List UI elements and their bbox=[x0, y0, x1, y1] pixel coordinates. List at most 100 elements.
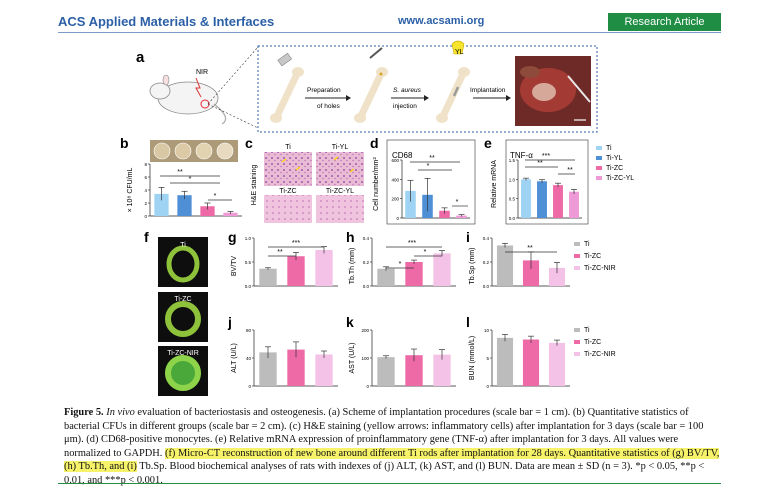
y-tick-label: 1.5 bbox=[509, 158, 516, 163]
y-tick-label: 0.5 bbox=[509, 197, 516, 202]
bar-ti-zc bbox=[287, 256, 305, 286]
panel-e-ylabel: Relative mRNA bbox=[491, 160, 498, 208]
legend-e-ti: Ti bbox=[606, 145, 612, 152]
y-tick-label: 0.0 bbox=[483, 284, 490, 289]
panel-e-title: TNF-α bbox=[510, 151, 533, 160]
bar-ti-zc-yl bbox=[569, 191, 579, 218]
panel-j-ylabel: ALT (U/L) bbox=[231, 343, 238, 373]
bar-ti-zc-yl bbox=[223, 212, 238, 216]
panel-e-label: e bbox=[484, 135, 492, 151]
panel-i-legend: Ti Ti-ZC Ti-ZC-NIR bbox=[574, 241, 616, 272]
y-tick-label: 400 bbox=[391, 177, 399, 182]
panel-g-ylabel: BV/TV bbox=[231, 256, 238, 277]
panel-j-label: j bbox=[227, 314, 232, 330]
panel-e-frame bbox=[505, 139, 589, 225]
y-tick-label: 5 bbox=[486, 356, 489, 361]
panel-d-sig-2: * bbox=[427, 163, 430, 170]
y-tick-label: 1.0 bbox=[509, 177, 516, 182]
bar-ti-zc-nir bbox=[433, 354, 451, 386]
panel-e-sig-1: *** bbox=[542, 153, 550, 160]
panel-i-sig-1: ** bbox=[527, 245, 533, 252]
panel-e-sig-3: ** bbox=[567, 167, 573, 174]
legend-i-ti: Ti bbox=[584, 241, 590, 248]
bar-ti-zc-nir bbox=[433, 253, 451, 286]
panel-i-label: i bbox=[466, 229, 470, 245]
y-tick-label: 0 bbox=[486, 384, 489, 389]
header-rule bbox=[58, 32, 721, 33]
y-tick-label: 40 bbox=[246, 356, 252, 361]
caption-in-vivo: In vivo bbox=[106, 407, 135, 418]
y-tick-label: 2 bbox=[144, 201, 147, 206]
he-image-ti bbox=[264, 152, 312, 186]
y-tick-label: 0.2 bbox=[363, 260, 370, 265]
journal-title: ACS Applied Materials & Interfaces bbox=[58, 14, 275, 29]
panel-b-label: b bbox=[120, 135, 129, 151]
he-label-ti: Ti bbox=[285, 144, 291, 151]
bar-ti-zc-nir bbox=[315, 354, 333, 386]
legend-e-ti-zc: Ti-ZC bbox=[606, 165, 623, 172]
zoom-line-bottom bbox=[207, 103, 259, 129]
y-tick-label: 0.0 bbox=[245, 284, 252, 289]
bv-tv-chart: 0.0 0.5 1.0 bbox=[245, 236, 338, 289]
bar-ti-zc bbox=[439, 210, 450, 218]
legend-l-ti-zc: Ti-ZC bbox=[584, 339, 601, 346]
inflammatory-arrows bbox=[281, 156, 355, 173]
y-tick-label: 0 bbox=[366, 384, 369, 389]
legend-i-ti-zc-nir: Ti-ZC-NIR bbox=[584, 265, 616, 272]
bar-ti bbox=[496, 245, 514, 286]
panel-h-sig-1: *** bbox=[408, 240, 416, 247]
bone-step-3 bbox=[436, 40, 470, 123]
y-tick-label: 100 bbox=[361, 356, 369, 361]
panel-k-ylabel: AST (U/L) bbox=[349, 343, 356, 374]
petri-dishes bbox=[150, 140, 238, 162]
y-tick-label: 600 bbox=[391, 158, 399, 163]
bone-step-1 bbox=[270, 52, 304, 123]
legend-e-ti-zc-yl: Ti-ZC-YL bbox=[606, 175, 634, 182]
bar-ti-yl bbox=[177, 195, 192, 216]
y-tick-label: 80 bbox=[246, 328, 252, 333]
bar-ti-zc-nir bbox=[548, 267, 566, 286]
panel-c-ylabel: H&E staining bbox=[251, 165, 258, 206]
bar-ti-yl bbox=[537, 181, 547, 218]
panel-d-ylabel: Cell number/mm² bbox=[373, 156, 380, 210]
microct-label-ti: Ti bbox=[180, 242, 186, 249]
page-header: ACS Applied Materials & Interfaces www.a… bbox=[0, 0, 774, 36]
caption-text-1: evaluation of bacteriostasis and osteoge… bbox=[64, 407, 704, 459]
panel-h-sig-2: * bbox=[424, 249, 427, 256]
step-s-aureus: S. aureus bbox=[393, 87, 422, 94]
panel-e-legend: Ti Ti-YL Ti-ZC Ti-ZC-YL bbox=[596, 145, 634, 182]
microct-ti-zc-nir bbox=[158, 346, 208, 396]
bar-ti-zc bbox=[553, 185, 563, 218]
step-injection: injection bbox=[393, 103, 417, 110]
y-tick-label: 0.2 bbox=[483, 260, 490, 265]
y-tick-label: 8 bbox=[144, 162, 147, 167]
rat-illustration bbox=[149, 74, 227, 125]
figure-caption: Figure 5. In vivo evaluation of bacterio… bbox=[64, 406, 724, 488]
y-tick-label: 0.4 bbox=[483, 236, 490, 241]
y-tick-label: 0.5 bbox=[245, 260, 252, 265]
step-preparation: Preparation bbox=[307, 87, 341, 94]
panel-l-legend: Ti Ti-ZC Ti-ZC-NIR bbox=[574, 327, 616, 358]
journal-site-link[interactable]: www.acsami.org bbox=[398, 15, 485, 27]
panel-h-sig-3: * bbox=[399, 261, 402, 268]
bar-ti bbox=[496, 337, 514, 386]
y-tick-label: 1.0 bbox=[245, 236, 252, 241]
panel-i-ylabel: Tb.Sp (mm) bbox=[469, 248, 476, 285]
y-tick-label: 0.4 bbox=[363, 236, 370, 241]
panel-b-sig-1: ** bbox=[177, 169, 183, 176]
microct-label-ti-zc: Ti-ZC bbox=[174, 296, 191, 303]
panel-h-ylabel: Tb.Th (mm) bbox=[349, 248, 356, 285]
microct-ti bbox=[158, 237, 208, 287]
bar-ti-zc bbox=[200, 206, 215, 216]
panel-f-label: f bbox=[144, 229, 149, 245]
article-type-badge: Research Article bbox=[608, 13, 721, 31]
panel-a-label: a bbox=[136, 49, 145, 66]
microct-label-ti-zc-nir: Ti-ZC-NIR bbox=[167, 350, 199, 357]
y-tick-label: 200 bbox=[391, 197, 399, 202]
y-tick-label: 0 bbox=[248, 384, 251, 389]
y-tick-label: 0.0 bbox=[363, 284, 370, 289]
legend-i-ti-zc: Ti-ZC bbox=[584, 253, 601, 260]
he-label-ti-yl: Ti-YL bbox=[332, 144, 349, 151]
